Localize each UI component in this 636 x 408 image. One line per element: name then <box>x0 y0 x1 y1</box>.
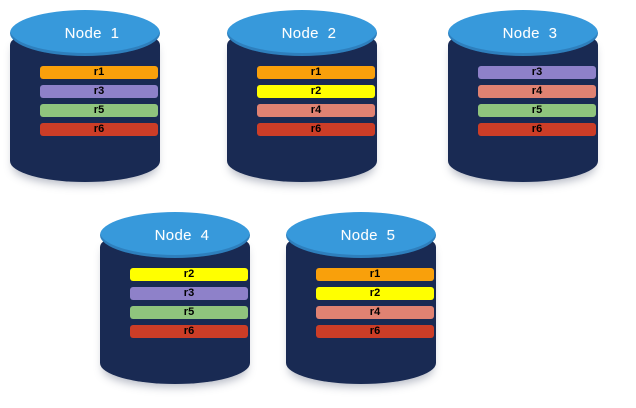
node-top-disc <box>10 10 160 56</box>
replica-bar-r6[interactable]: r6 <box>257 123 375 136</box>
replica-bar-r3[interactable]: r3 <box>40 85 158 98</box>
node-label: Node 5 <box>340 226 396 244</box>
replica-bar-r1[interactable]: r1 <box>316 268 434 281</box>
replica-bar-r6[interactable]: r6 <box>478 123 596 136</box>
node-top-disc <box>227 10 377 56</box>
replica-bar-r1[interactable]: r1 <box>40 66 158 79</box>
node-cylinder-4[interactable]: Node 4 r2 r3 r5 r6 <box>100 212 250 384</box>
node-replica-list: r1 r2 r4 r6 <box>316 268 434 338</box>
node-top-disc <box>448 10 598 56</box>
node-label: Node 3 <box>502 24 558 42</box>
replica-bar-r6[interactable]: r6 <box>130 325 248 338</box>
replica-bar-r5[interactable]: r5 <box>130 306 248 319</box>
replica-bar-r6[interactable]: r6 <box>40 123 158 136</box>
replica-bar-r4[interactable]: r4 <box>257 104 375 117</box>
node-cylinder-5[interactable]: Node 5 r1 r2 r4 r6 <box>286 212 436 384</box>
node-replica-list: r3 r4 r5 r6 <box>478 66 596 136</box>
node-cylinder-1[interactable]: Node 1 r1 r3 r5 r6 <box>10 10 160 182</box>
replica-bar-r1[interactable]: r1 <box>257 66 375 79</box>
node-label: Node 2 <box>281 24 337 42</box>
node-cylinder-2[interactable]: Node 2 r1 r2 r4 r6 <box>227 10 377 182</box>
replica-bar-r5[interactable]: r5 <box>478 104 596 117</box>
node-replica-list: r1 r2 r4 r6 <box>257 66 375 136</box>
node-top-disc <box>100 212 250 258</box>
replica-bar-r2[interactable]: r2 <box>130 268 248 281</box>
replica-bar-r4[interactable]: r4 <box>478 85 596 98</box>
replica-bar-r2[interactable]: r2 <box>316 287 434 300</box>
replica-bar-r3[interactable]: r3 <box>130 287 248 300</box>
node-top-disc <box>286 212 436 258</box>
replica-bar-r2[interactable]: r2 <box>257 85 375 98</box>
node-label: Node 4 <box>154 226 210 244</box>
replica-bar-r5[interactable]: r5 <box>40 104 158 117</box>
node-replica-list: r2 r3 r5 r6 <box>130 268 248 338</box>
node-cylinder-3[interactable]: Node 3 r3 r4 r5 r6 <box>448 10 598 182</box>
replica-bar-r4[interactable]: r4 <box>316 306 434 319</box>
replica-bar-r3[interactable]: r3 <box>478 66 596 79</box>
node-label: Node 1 <box>64 24 120 42</box>
node-replica-list: r1 r3 r5 r6 <box>40 66 158 136</box>
replica-bar-r6[interactable]: r6 <box>316 325 434 338</box>
